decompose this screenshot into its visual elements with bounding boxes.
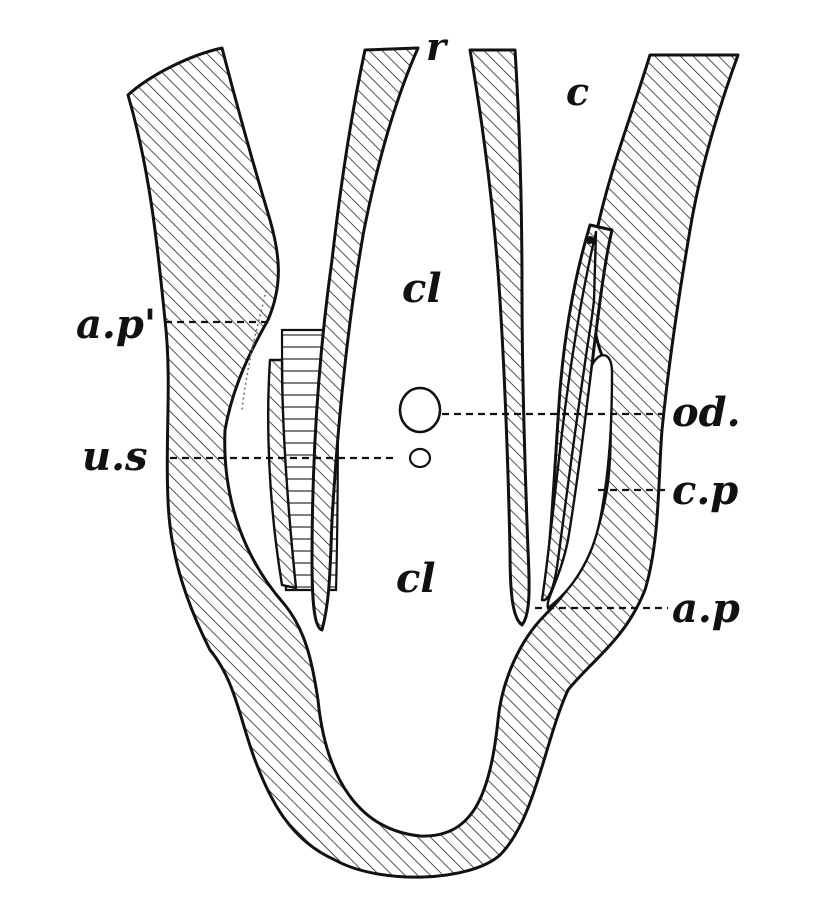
label-cl-lower: cl: [396, 555, 436, 602]
oviduct-opening-small: [408, 447, 432, 469]
label-ap: a.p: [672, 585, 740, 632]
label-r: r: [426, 24, 449, 69]
oviduct-opening-large: [398, 386, 442, 434]
ap-prime-dotted-boundary: [241, 289, 267, 411]
outer-body-wall: [126, 46, 740, 879]
cp-pocket: [546, 354, 614, 610]
label-c: c: [566, 69, 589, 114]
label-cl-upper: cl: [402, 265, 442, 312]
wall-dot: [586, 236, 594, 244]
right-rectal-wall: [468, 48, 531, 627]
left-rectal-wall: [310, 46, 420, 632]
right-inner-tongue: [540, 230, 598, 602]
label-cp: c.p: [672, 467, 738, 514]
label-ap-prime: a.p': [76, 301, 156, 348]
left-inner-flap: [266, 358, 298, 590]
label-od: od.: [672, 389, 741, 436]
label-us: u.s: [82, 433, 148, 480]
